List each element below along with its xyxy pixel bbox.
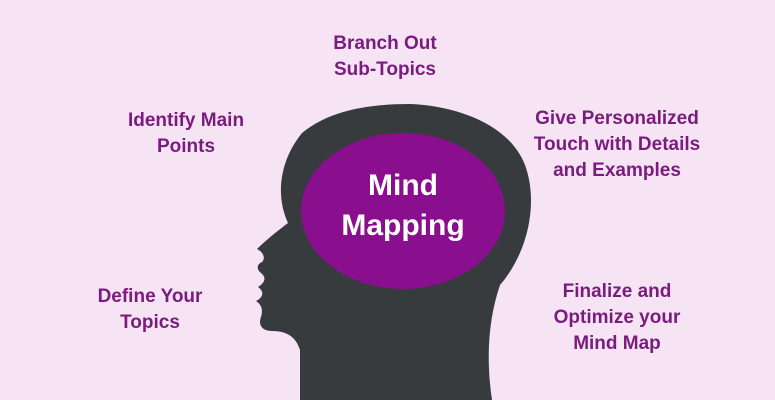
step-personalize: Give Personalized Touch with Details and… bbox=[517, 106, 717, 184]
center-title-line: Mapping bbox=[341, 209, 465, 242]
step-text: Finalize and bbox=[562, 281, 672, 302]
center-title: Mind Mapping bbox=[308, 166, 498, 246]
step-text: Optimize your bbox=[553, 307, 681, 328]
center-title-line: Mind bbox=[368, 169, 438, 202]
step-branch-out: Branch Out Sub-Topics bbox=[295, 31, 475, 83]
step-text: Sub-Topics bbox=[333, 59, 437, 80]
step-text: Give Personalized bbox=[535, 108, 699, 129]
step-identify-main-points: Identify Main Points bbox=[96, 108, 276, 160]
step-text: and Examples bbox=[553, 160, 681, 181]
step-text: Topics bbox=[120, 312, 180, 333]
step-text: Branch Out bbox=[333, 33, 437, 54]
step-define-topics: Define Your Topics bbox=[60, 284, 240, 336]
step-finalize: Finalize and Optimize your Mind Map bbox=[527, 279, 707, 357]
step-text: Mind Map bbox=[573, 333, 661, 354]
step-text: Touch with Details bbox=[533, 134, 701, 155]
step-text: Points bbox=[156, 136, 216, 157]
step-text: Identify Main bbox=[127, 110, 245, 131]
step-text: Define Your bbox=[97, 286, 203, 307]
brain-circle bbox=[301, 133, 505, 289]
